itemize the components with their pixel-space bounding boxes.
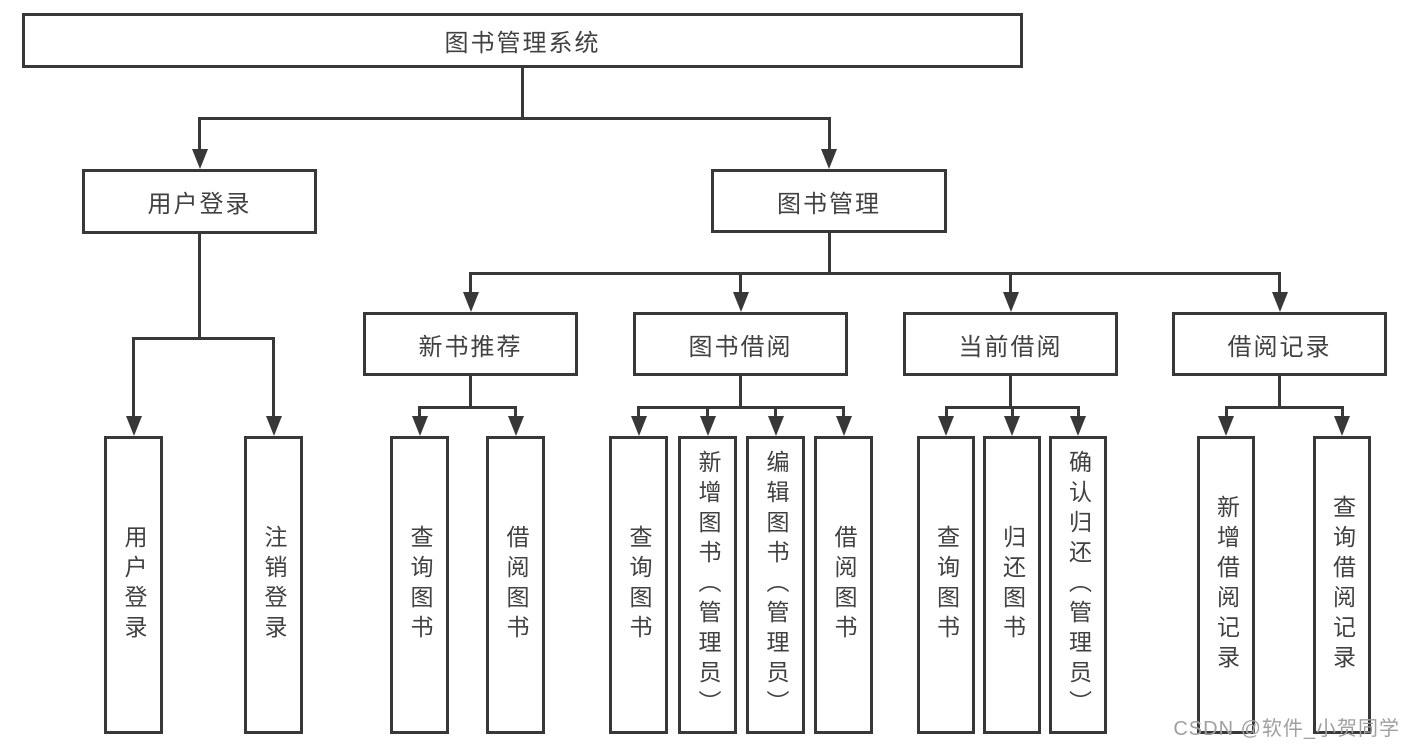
leaf-newbook-query-books: 查询图书 <box>390 436 449 734</box>
node-user-login-label: 用户登录 <box>147 191 252 218</box>
arrow-down-icon <box>732 292 749 312</box>
csdn-watermark: CSDN @软件_小贺同学 <box>1173 718 1400 740</box>
leaf-current-return-books-label: 归还图书 <box>999 525 1026 645</box>
arrow-down-icon <box>767 416 784 436</box>
leaf-newbook-borrow-books-label: 借阅图书 <box>503 525 529 645</box>
node-new-book-recommendation: 新书推荐 <box>363 312 578 376</box>
node-library-management-system: 图书管理系统 <box>22 13 1023 68</box>
connector-stem <box>1009 376 1012 406</box>
connector-stem <box>198 234 201 337</box>
connector-drop <box>842 406 845 416</box>
connector-stem <box>469 376 472 406</box>
leaf-records-add-borrow-record: 新增借阅记录 <box>1197 436 1255 734</box>
connector-rail <box>132 337 275 340</box>
connector-rail <box>418 406 517 409</box>
leaf-newbook-borrow-books: 借阅图书 <box>486 436 545 734</box>
connector-drop <box>132 337 135 416</box>
arrow-down-icon <box>699 416 716 436</box>
connector-drop <box>1340 406 1344 416</box>
leaf-logout-login: 注销登录 <box>244 436 303 734</box>
arrow-down-icon <box>1070 416 1086 436</box>
arrow-down-icon <box>1004 416 1020 436</box>
arrow-down-icon <box>1271 292 1288 312</box>
leaf-borrowing-add-books-admin-label: 新增图书（管理员） <box>695 450 721 720</box>
connector-drop <box>469 272 472 292</box>
leaf-current-query-books-label: 查询图书 <box>933 525 960 645</box>
leaf-borrowing-query-books: 查询图书 <box>609 436 668 734</box>
connector-stem <box>1278 376 1281 406</box>
connector-drop <box>827 117 831 149</box>
arrow-down-icon <box>265 416 282 436</box>
connector-drop <box>1076 406 1080 416</box>
leaf-current-confirm-return-admin: 确认归还（管理员） <box>1049 436 1107 734</box>
leaf-borrowing-edit-books-admin: 编辑图书（管理员） <box>746 436 805 734</box>
leaf-current-query-books: 查询图书 <box>917 436 975 734</box>
node-library-management-system-label: 图书管理系统 <box>444 30 601 57</box>
connector-stem <box>827 233 831 272</box>
connector-drop <box>418 406 421 416</box>
arrow-down-icon <box>125 416 142 436</box>
arrow-down-icon <box>1002 292 1019 312</box>
arrow-down-icon <box>630 416 647 436</box>
node-current-borrowing-label: 当前借阅 <box>958 333 1063 361</box>
arrow-down-icon <box>835 416 852 436</box>
arrow-down-icon <box>938 416 954 436</box>
leaf-records-query-borrow-record-label: 查询借阅记录 <box>1329 495 1356 675</box>
connector-drop <box>1224 406 1228 416</box>
arrow-down-icon <box>411 416 428 436</box>
node-user-login: 用户登录 <box>82 169 317 234</box>
connector-stem <box>521 68 524 117</box>
leaf-borrowing-add-books-admin: 新增图书（管理员） <box>678 436 737 734</box>
connector-drop <box>739 272 742 292</box>
leaf-records-query-borrow-record: 查询借阅记录 <box>1313 436 1371 734</box>
connector-drop <box>1009 272 1012 292</box>
connector-drop <box>272 337 275 416</box>
arrow-down-icon <box>1218 416 1234 436</box>
leaf-borrowing-borrow-books-label: 借阅图书 <box>831 525 857 645</box>
node-book-management-label: 图书管理 <box>777 190 881 218</box>
connector-rail <box>469 272 1281 275</box>
connector-drop <box>514 406 517 416</box>
connector-drop <box>198 117 201 149</box>
node-current-borrowing: 当前借阅 <box>903 312 1118 376</box>
connector-drop <box>1010 406 1014 416</box>
connector-rail <box>1224 406 1344 409</box>
connector-stem <box>739 376 742 406</box>
connector-drop <box>944 406 948 416</box>
arrow-down-icon <box>191 149 208 169</box>
leaf-records-add-borrow-record-label: 新增借阅记录 <box>1213 495 1240 675</box>
node-book-management: 图书管理 <box>711 169 947 233</box>
leaf-borrowing-query-books-label: 查询图书 <box>626 525 652 645</box>
connector-drop <box>637 406 640 416</box>
leaf-current-confirm-return-admin-label: 确认归还（管理员） <box>1065 450 1092 720</box>
connector-rail <box>198 117 831 120</box>
arrow-down-icon <box>821 149 837 169</box>
node-borrowing-records-label: 借阅记录 <box>1227 333 1332 361</box>
connector-rail <box>637 406 845 409</box>
leaf-user-login: 用户登录 <box>104 436 163 734</box>
connector-drop <box>774 406 777 416</box>
leaf-borrowing-borrow-books: 借阅图书 <box>814 436 873 734</box>
leaf-user-login-label: 用户登录 <box>121 525 147 645</box>
leaf-current-return-books: 归还图书 <box>983 436 1041 734</box>
node-book-borrowing-label: 图书借阅 <box>688 333 793 361</box>
node-new-book-recommendation-label: 新书推荐 <box>418 333 523 361</box>
leaf-newbook-query-books-label: 查询图书 <box>407 525 433 645</box>
leaf-logout-login-label: 注销登录 <box>261 525 287 645</box>
arrow-down-icon <box>1334 416 1350 436</box>
connector-drop <box>706 406 709 416</box>
node-book-borrowing: 图书借阅 <box>633 312 848 376</box>
node-borrowing-records: 借阅记录 <box>1172 312 1387 376</box>
arrow-down-icon <box>462 292 479 312</box>
leaf-borrowing-edit-books-admin-label: 编辑图书（管理员） <box>763 450 789 720</box>
connector-drop <box>1278 272 1281 292</box>
arrow-down-icon <box>507 416 524 436</box>
